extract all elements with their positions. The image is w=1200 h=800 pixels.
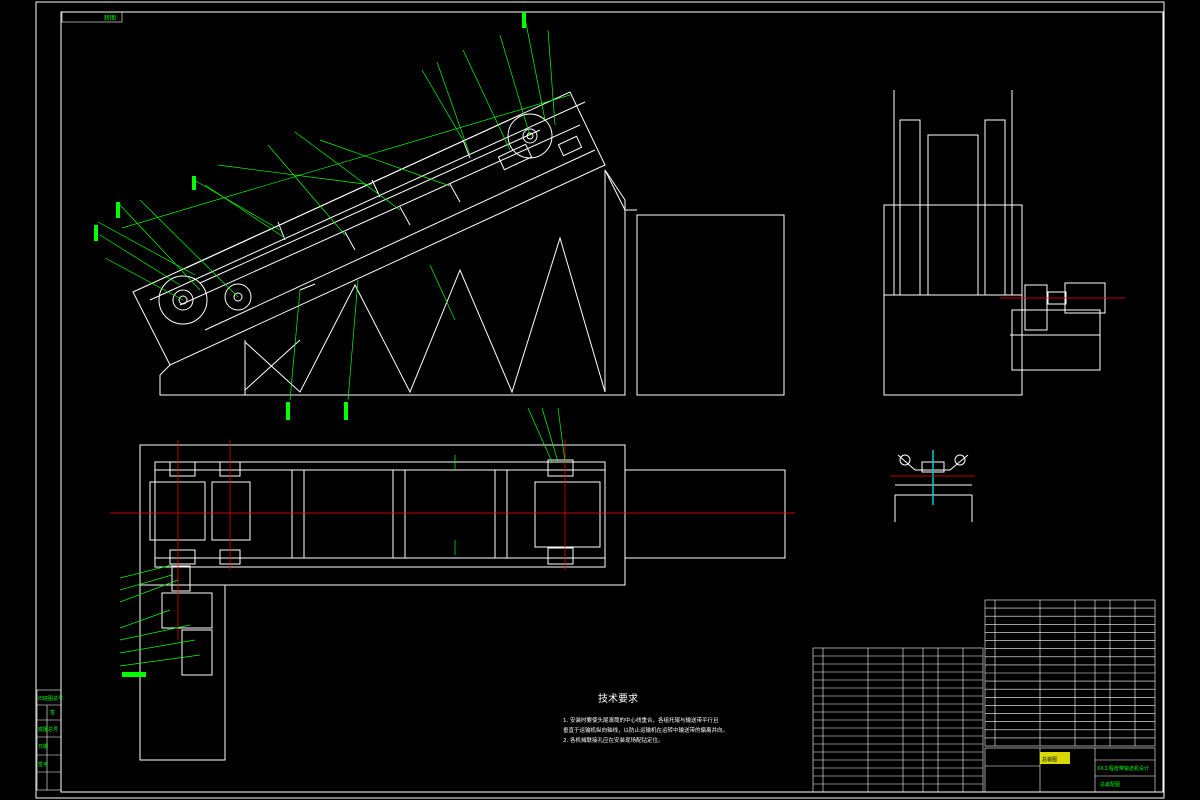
outer-frame (35, 1, 1165, 799)
plan-view-leader-lines (119, 407, 566, 667)
front-view-callout-tags (94, 12, 526, 420)
title-block-stamp-box (1040, 752, 1070, 764)
front-elevation-view (132, 91, 785, 396)
left-revision-strip (36, 689, 62, 791)
parts-list-right (984, 599, 1156, 747)
tech-requirement-line-1: 1. 安装时要使头尾滚筒的中心线重合，各组托辊与输送带平行且 (563, 716, 719, 724)
plan-view (139, 444, 786, 761)
left-strip-row-3: 日期 (38, 744, 48, 750)
front-view-leader-lines (97, 17, 571, 401)
tech-requirement-line-3: 2. 各机械联接孔应在安装现场配钻定位。 (563, 736, 664, 744)
left-strip-row-1: 签 (50, 709, 55, 716)
left-strip-row-2: 底图总号 (38, 726, 58, 733)
left-strip-row-4: 签字 (38, 761, 48, 768)
inner-frame (60, 11, 1164, 793)
parts-list-left (812, 647, 984, 793)
plan-view-callout-tag (122, 672, 146, 677)
title-block-stamp: 总装图 (1042, 756, 1057, 763)
left-strip-header: 旧底图总号 (38, 695, 63, 702)
title-block-project: XX工程皮带输送机设计 (1097, 765, 1149, 772)
side-view (883, 90, 1106, 396)
tech-requirements-title: 技术要求 (598, 692, 638, 705)
tech-requirement-line-2: 垂直于运输机纵向轴线，以防止运输机在运转中输送带的偏离并向。 (563, 726, 728, 734)
top-left-tag: 转图 (104, 14, 116, 22)
top-left-tag-box (61, 11, 123, 23)
title-block-drawing-name: 总装配图 (1100, 781, 1120, 788)
